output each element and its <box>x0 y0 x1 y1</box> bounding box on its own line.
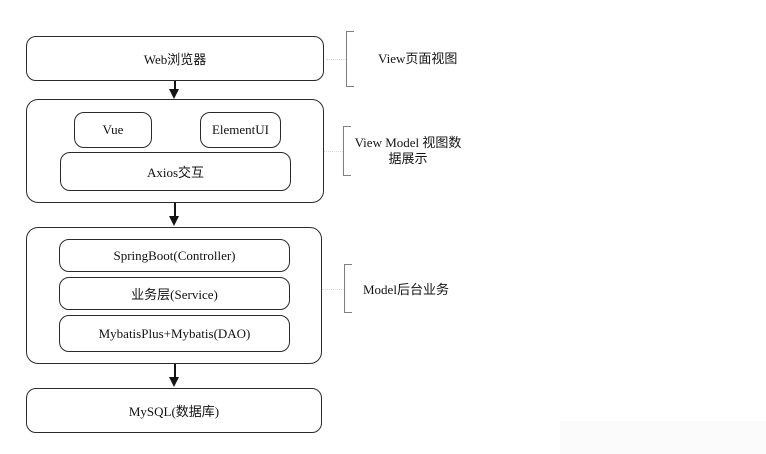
bracket-icon <box>344 264 352 313</box>
arrow-model-to-mysql <box>174 364 176 378</box>
node-service-layer: 业务层(Service) <box>59 277 290 310</box>
node-springboot-controller: SpringBoot(Controller) <box>59 239 290 272</box>
node-web-browser: Web浏览器 <box>26 36 324 81</box>
node-vue-label: Vue <box>102 122 124 137</box>
node-mybatis-dao-label: MybatisPlus+Mybatis(DAO) <box>98 325 251 341</box>
bracket-icon <box>343 126 351 176</box>
annotation-view-model: View Model 视图数 据展示 <box>348 135 468 167</box>
annotation-view-model-line2: 据展示 <box>388 151 428 166</box>
annotation-view: View页面视图 <box>378 51 458 66</box>
node-vue: Vue <box>74 112 152 148</box>
node-axios: Axios交互 <box>60 152 291 191</box>
node-springboot-controller-label: SpringBoot(Controller) <box>113 247 236 263</box>
arrow-viewmodel-to-model <box>174 203 176 217</box>
arrow-down-icon <box>169 216 179 226</box>
node-mybatis-dao: MybatisPlus+Mybatis(DAO) <box>59 315 290 352</box>
node-elementui: ElementUI <box>200 112 281 148</box>
arrow-browser-to-viewmodel <box>174 81 176 90</box>
node-web-browser-label: Web浏览器 <box>143 52 207 67</box>
arrow-down-icon <box>169 89 179 99</box>
node-mysql-label: MySQL(数据库) <box>128 404 220 419</box>
arrow-down-icon <box>169 377 179 387</box>
leader-line-model <box>322 289 344 290</box>
bracket-icon <box>346 31 354 87</box>
corner-shade <box>560 421 766 454</box>
leader-line-view <box>326 59 346 60</box>
annotation-model: Model后台业务 <box>363 282 449 297</box>
annotation-view-model-line1: View Model 视图数 <box>354 135 462 150</box>
node-mysql: MySQL(数据库) <box>26 388 322 433</box>
leader-line-viewmodel <box>324 151 343 152</box>
node-axios-label: Axios交互 <box>146 165 205 180</box>
node-service-layer-label: 业务层(Service) <box>131 287 218 302</box>
node-elementui-label: ElementUI <box>211 122 270 137</box>
